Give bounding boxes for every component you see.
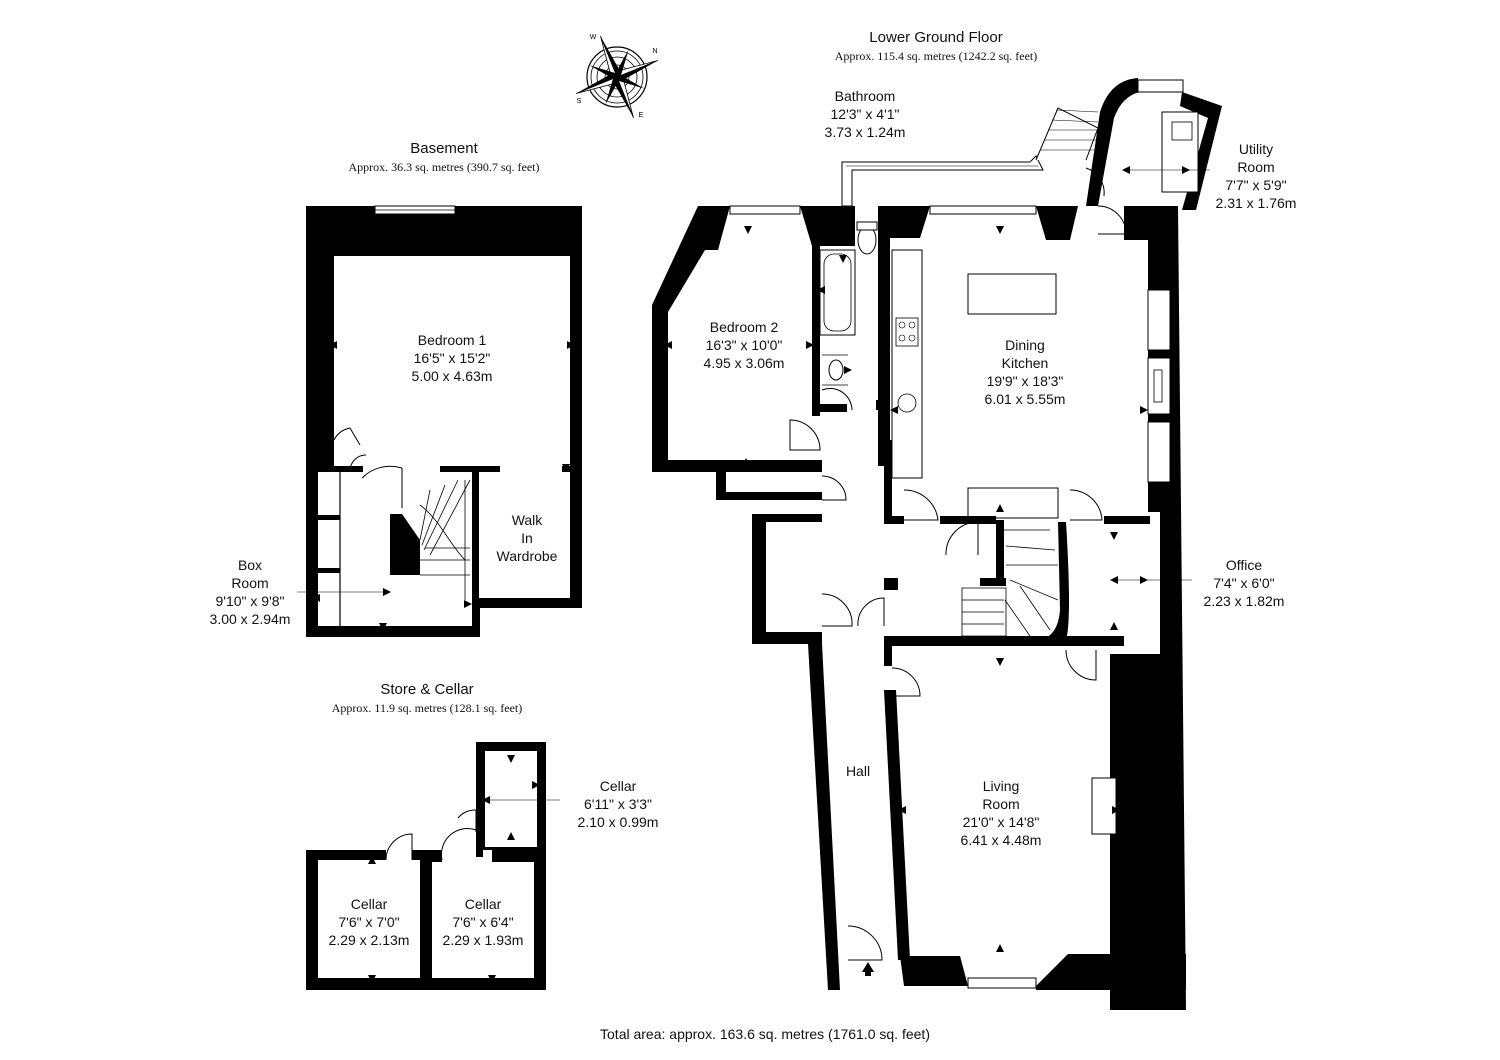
room-metric: 2.10 x 0.99m bbox=[577, 814, 659, 830]
room-label-cellar-small: Cellar 6'11" x 3'3" 2.10 x 0.99m bbox=[558, 777, 678, 831]
room-label-office: Office 7'4" x 6'0" 2.23 x 1.82m bbox=[1184, 556, 1304, 610]
room-metric: 2.23 x 1.82m bbox=[1203, 593, 1285, 609]
compass-e: E bbox=[639, 112, 644, 119]
room-label-utility: Utility Room 7'7" x 5'9" 2.31 x 1.76m bbox=[1196, 140, 1316, 212]
room-metric: 2.29 x 2.13m bbox=[328, 932, 410, 948]
room-name: Cellar bbox=[350, 896, 388, 912]
room-name: Cellar bbox=[464, 896, 502, 912]
room-name: Utility bbox=[1238, 141, 1274, 157]
room-label-wardrobe: Walk In Wardrobe bbox=[482, 511, 572, 565]
room-imperial: 19'9" x 18'3" bbox=[986, 373, 1064, 389]
room-metric: 2.31 x 1.76m bbox=[1215, 195, 1297, 211]
room-label-bedroom1: Bedroom 1 16'5" x 15'2" 5.00 x 4.63m bbox=[387, 331, 517, 385]
basement-heading: Basement Approx. 36.3 sq. metres (390.7 … bbox=[313, 139, 575, 175]
room-name: Room bbox=[231, 575, 269, 591]
store-cellar-heading: Store & Cellar Approx. 11.9 sq. metres (… bbox=[296, 680, 558, 716]
compass-n: N bbox=[652, 48, 657, 55]
room-name: Living bbox=[982, 778, 1020, 794]
room-name: Room bbox=[1237, 159, 1275, 175]
room-name: Bathroom bbox=[834, 88, 896, 104]
room-imperial: 7'7" x 5'9" bbox=[1225, 177, 1287, 193]
room-label-bathroom: Bathroom 12'3" x 4'1" 3.73 x 1.24m bbox=[800, 87, 930, 141]
compass-w: W bbox=[590, 34, 597, 41]
store-cellar-area: Approx. 11.9 sq. metres (128.1 sq. feet) bbox=[331, 701, 523, 715]
lower-ground-title: Lower Ground Floor bbox=[869, 29, 1003, 46]
room-name: In bbox=[521, 530, 533, 546]
room-name: Box bbox=[237, 557, 263, 573]
room-name: Walk bbox=[511, 512, 543, 528]
room-metric: 5.00 x 4.63m bbox=[411, 368, 493, 384]
room-label-hall: Hall bbox=[830, 762, 886, 780]
store-cellar-title: Store & Cellar bbox=[380, 681, 474, 698]
room-name: Dining bbox=[1005, 337, 1045, 353]
total-area: Total area: approx. 163.6 sq. metres (17… bbox=[600, 1026, 930, 1042]
room-imperial: 9'10" x 9'8" bbox=[215, 593, 285, 609]
room-imperial: 16'5" x 15'2" bbox=[413, 350, 491, 366]
room-name: Cellar bbox=[599, 778, 637, 794]
compass-s: S bbox=[577, 98, 582, 105]
room-name: Room bbox=[982, 796, 1020, 812]
cellar-walls bbox=[306, 742, 546, 990]
room-label-living: Living Room 21'0" x 14'8" 6.41 x 4.48m bbox=[936, 777, 1066, 849]
room-imperial: 6'11" x 3'3" bbox=[584, 796, 652, 812]
compass-rose-icon: N E S W bbox=[576, 34, 658, 119]
basement-walls bbox=[306, 206, 582, 637]
room-imperial: 7'6" x 7'0" bbox=[338, 914, 400, 930]
room-imperial: 12'3" x 4'1" bbox=[830, 106, 900, 122]
lower-ground-area: Approx. 115.4 sq. metres (1242.2 sq. fee… bbox=[834, 49, 1038, 63]
room-label-bedroom2: Bedroom 2 16'3" x 10'0" 4.95 x 3.06m bbox=[679, 318, 809, 372]
room-name: Office bbox=[1225, 557, 1263, 573]
room-metric: 3.00 x 2.94m bbox=[209, 611, 291, 627]
room-metric: 6.41 x 4.48m bbox=[960, 832, 1042, 848]
room-imperial: 7'4" x 6'0" bbox=[1213, 575, 1275, 591]
room-metric: 6.01 x 5.55m bbox=[984, 391, 1066, 407]
room-label-cellar-a: Cellar 7'6" x 7'0" 2.29 x 2.13m bbox=[318, 895, 420, 949]
room-metric: 3.73 x 1.24m bbox=[824, 124, 906, 140]
room-imperial: 7'6" x 6'4" bbox=[452, 914, 514, 930]
room-name: Bedroom 2 bbox=[709, 319, 779, 335]
room-imperial: 16'3" x 10'0" bbox=[705, 337, 783, 353]
room-imperial: 21'0" x 14'8" bbox=[962, 814, 1040, 830]
room-name: Wardrobe bbox=[496, 548, 558, 564]
basement-title: Basement bbox=[410, 140, 478, 157]
room-metric: 2.29 x 1.93m bbox=[442, 932, 524, 948]
room-label-boxroom: Box Room 9'10" x 9'8" 3.00 x 2.94m bbox=[190, 556, 310, 628]
room-name: Hall bbox=[845, 763, 871, 779]
room-label-kitchen: Dining Kitchen 19'9" x 18'3" 6.01 x 5.55… bbox=[960, 336, 1090, 408]
basement-plan bbox=[297, 205, 582, 637]
lower-ground-heading: Lower Ground Floor Approx. 115.4 sq. met… bbox=[800, 28, 1072, 64]
room-name: Kitchen bbox=[1001, 355, 1049, 371]
room-name: Bedroom 1 bbox=[417, 332, 487, 348]
store-cellar-plan bbox=[306, 742, 560, 990]
basement-area: Approx. 36.3 sq. metres (390.7 sq. feet) bbox=[348, 160, 540, 174]
room-label-cellar-b: Cellar 7'6" x 6'4" 2.29 x 1.93m bbox=[432, 895, 534, 949]
room-metric: 4.95 x 3.06m bbox=[703, 355, 785, 371]
lower-ground-plan bbox=[652, 78, 1222, 1010]
